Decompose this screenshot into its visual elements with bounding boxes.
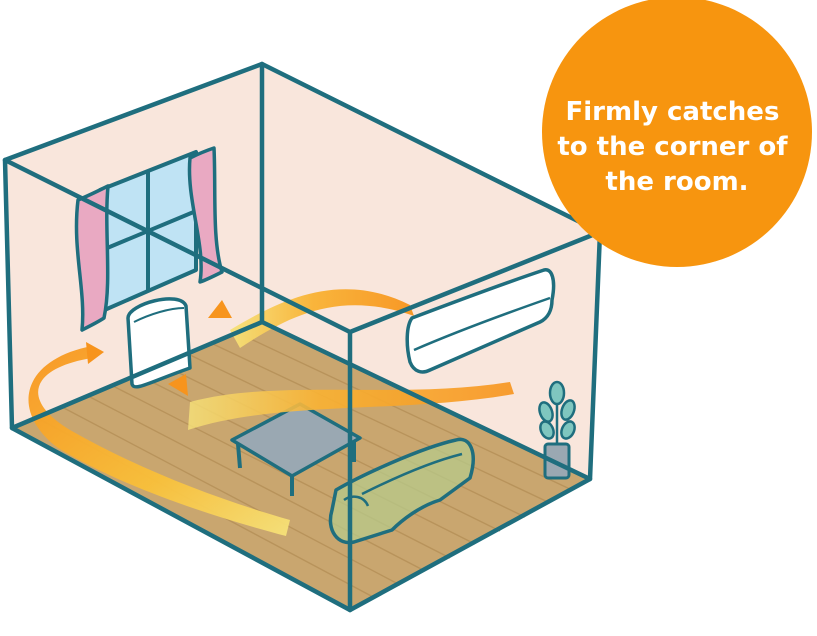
callout-line-2: to the corner of [557, 132, 788, 162]
callout-circle [542, 0, 812, 267]
callout-line-1: Firmly catches [566, 97, 780, 127]
svg-text:Firmly catches to the co: Firmly catches to the corner of the room… [557, 97, 796, 197]
wall-air-conditioner-icon [405, 268, 556, 374]
airflow-top [230, 289, 414, 348]
curtain-right [187, 146, 224, 284]
curtain-left [74, 184, 110, 332]
potted-plant-icon [538, 380, 576, 480]
table-icon [230, 402, 362, 496]
callout-line-3: the room. [605, 167, 748, 197]
airflow-top-arrowhead [208, 300, 232, 318]
back-wall [262, 64, 600, 479]
airflow-left [28, 346, 290, 536]
room-walls [5, 64, 600, 610]
callout-bubble: Firmly catches to the corner of the room… [542, 0, 812, 267]
room-outline [2, 61, 603, 613]
airflow-left-arrowhead [86, 342, 104, 364]
air-purifier-icon [126, 297, 192, 389]
airflow-middle-arrowhead [168, 374, 188, 396]
sofa-icon [328, 437, 475, 545]
